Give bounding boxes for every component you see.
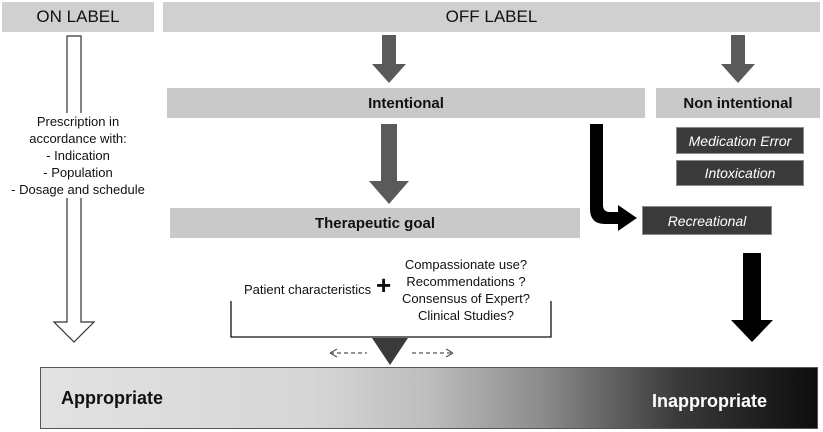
on-label-line-5: - Dosage and schedule <box>11 182 145 197</box>
on-label-description: Prescription in accordance with: - Indic… <box>2 113 154 198</box>
factors-bracket <box>230 301 552 338</box>
therapeutic-goal-box: Therapeutic goal <box>170 208 580 238</box>
balance-pointer <box>372 338 408 365</box>
arrow-to-intentional <box>372 35 406 83</box>
evidence-item: Compassionate use? <box>404 257 528 272</box>
dashed-right-head <box>445 348 454 358</box>
recreational-box: Recreational <box>642 206 772 235</box>
inappropriate-label: Inappropriate <box>651 391 767 411</box>
arrow-to-inappropriate <box>731 253 773 342</box>
non-intentional-box: Non intentional <box>656 88 820 118</box>
appropriateness-scale: Appropriate Inappropriate <box>40 367 818 429</box>
evidence-item: Recommendations ? <box>406 274 526 289</box>
plus-sign: + <box>376 270 392 300</box>
on-label-line-4: - Population <box>43 165 113 180</box>
off-label-header: OFF LABEL <box>163 2 820 32</box>
intentional-box: Intentional <box>167 88 645 118</box>
bent-arrow-to-recreational <box>590 124 637 231</box>
intoxication-box: Intoxication <box>676 160 804 186</box>
on-label-line-1: Prescription in <box>36 114 120 129</box>
on-label-line-2: accordance with: <box>29 131 127 146</box>
medication-error-box: Medication Error <box>676 127 804 154</box>
on-label-line-3: - Indication <box>46 148 110 163</box>
patient-characteristics-label: Patient characteristics <box>244 282 372 297</box>
evidence-list: Compassionate use? Recommendations ? Con… <box>396 256 536 324</box>
on-label-header: ON LABEL <box>2 2 154 32</box>
evidence-item: Consensus of Expert? <box>402 291 530 306</box>
arrow-to-non-intentional <box>721 35 755 83</box>
arrow-to-therapeutic-goal <box>369 124 409 204</box>
dashed-left-head <box>329 348 338 358</box>
evidence-item: Clinical Studies? <box>417 308 515 323</box>
appropriate-label: Appropriate <box>61 388 164 408</box>
